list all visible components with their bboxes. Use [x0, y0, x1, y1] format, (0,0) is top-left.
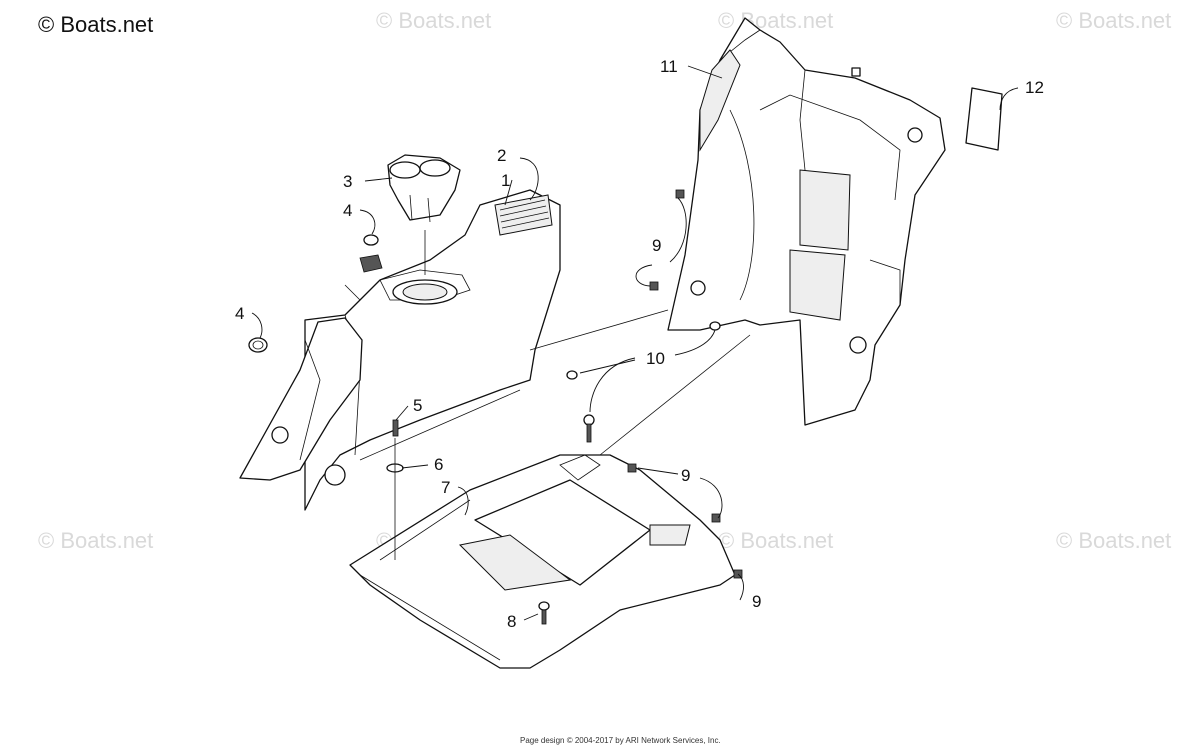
callout-label: 10	[646, 349, 665, 368]
watermark: © Boats.net	[718, 8, 834, 33]
callout-label: 9	[752, 592, 762, 611]
knob-part-4	[248, 234, 383, 353]
side-panel	[239, 317, 363, 481]
floor-pan-part-7	[349, 454, 736, 669]
callout-label: 4	[235, 304, 245, 323]
callout-label: 3	[343, 172, 353, 191]
callout-label: 6	[434, 455, 444, 474]
boats-net-logo-watermark: © Boats.net	[38, 12, 154, 37]
console-part-1	[304, 189, 561, 511]
watermark: © Boats.net	[376, 8, 492, 33]
callout-label: 1	[501, 171, 511, 190]
cup-holder-part-3	[387, 154, 461, 223]
copyright-footer: Page design © 2004-2017 by ARI Network S…	[520, 736, 721, 745]
callout-label: 5	[413, 396, 423, 415]
callout-label: 2	[497, 146, 507, 165]
callout-label: 12	[1025, 78, 1044, 97]
decal-part-12	[965, 87, 1003, 151]
callout-label: 4	[343, 201, 353, 220]
callout-label: 8	[507, 612, 517, 631]
callout-label: 7	[441, 478, 451, 497]
rear-panel-part-11	[667, 17, 946, 426]
watermark: © Boats.net	[718, 528, 834, 553]
watermark: © Boats.net	[1056, 8, 1172, 33]
callout-label: 9	[681, 466, 691, 485]
callout-label: 9	[652, 236, 662, 255]
watermark: © Boats.net	[1056, 528, 1172, 553]
leader-lines	[251, 65, 1019, 621]
fasteners	[386, 189, 743, 625]
watermark: © Boats.net	[38, 528, 154, 553]
callout-label: 11	[660, 57, 678, 76]
